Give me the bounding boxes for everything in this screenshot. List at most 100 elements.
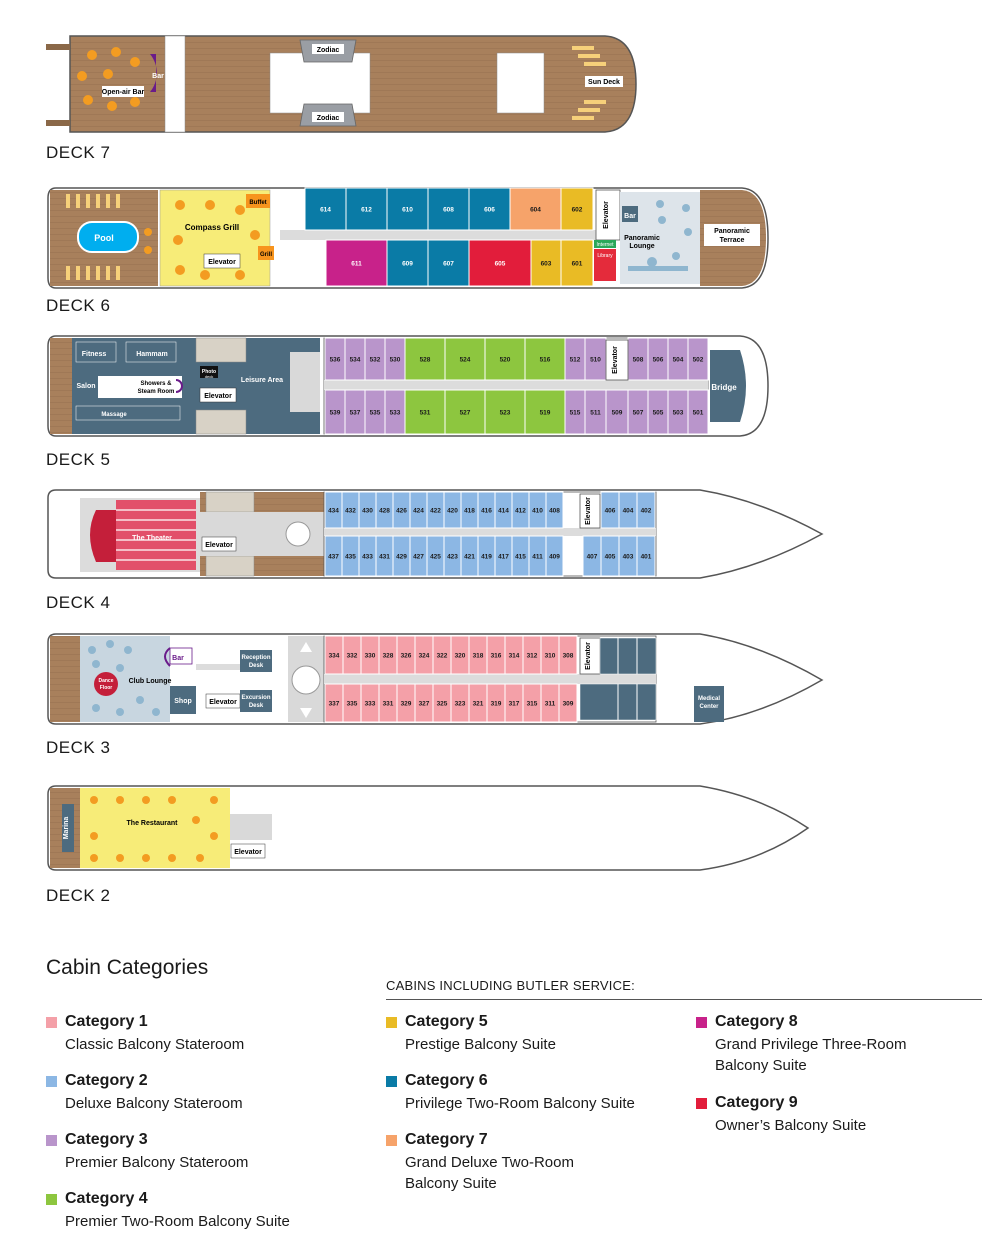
excursion-label-2: Desk (249, 703, 264, 709)
cabin-number: 602 (572, 207, 583, 214)
dance-floor-label-2: Floor (100, 685, 113, 691)
cabin-number: 404 (623, 508, 634, 515)
cabin-number: 412 (515, 508, 526, 515)
deck7-open-air-bar-label: Open-air Bar (102, 89, 145, 96)
cabin-number: 515 (570, 410, 581, 417)
salon-label: Salon (76, 383, 95, 390)
hammam-label: Hammam (136, 351, 168, 358)
club-lounge-label: Club Lounge (129, 678, 172, 685)
restaurant-label: The Restaurant (127, 820, 179, 827)
cabin-number: 323 (455, 701, 466, 708)
category-8-swatch (696, 1017, 707, 1028)
deck6-tables (144, 200, 260, 280)
category-8-label: Category 8 (715, 1013, 798, 1030)
photo-label-2: deck (205, 374, 213, 379)
deck4-elevator-a: Elevator (205, 542, 233, 549)
cabin-number: 601 (572, 261, 583, 268)
cabin-number: 334 (329, 653, 340, 660)
deck5-elevator-a: Elevator (204, 393, 232, 400)
deck-6-label: DECK 6 (46, 296, 111, 315)
cabin-number: 311 (545, 701, 556, 708)
deck5-elevator-b: Elevator (612, 346, 619, 374)
deck6-elevator-b: Elevator (603, 201, 610, 229)
cabin-number: 410 (532, 508, 543, 515)
deck-5-label: DECK 5 (46, 450, 111, 469)
cabin-number: 402 (641, 508, 652, 515)
cabin-number: 312 (527, 653, 538, 660)
cabin-516 (524, 337, 566, 381)
cabin-number: 411 (532, 554, 543, 561)
cabin-number: 531 (420, 410, 431, 417)
cabin-number: 326 (401, 653, 412, 660)
marina-label: Marina (63, 817, 70, 840)
cabin-number: 416 (481, 508, 492, 515)
cabin-number: 530 (390, 357, 401, 364)
cabin-524 (444, 337, 486, 381)
cabin-number: 309 (563, 701, 574, 708)
cabin-number: 406 (605, 508, 616, 515)
cabin-number: 612 (361, 207, 372, 214)
showers-label-2: Steam Room (138, 389, 175, 395)
cabin-number: 417 (498, 554, 509, 561)
category-9-description: Owner’s Balcony Suite (715, 1117, 867, 1134)
deck3-bar-label: Bar (172, 655, 184, 662)
cabin-number: 504 (673, 357, 684, 364)
category-4-description: Premier Two-Room Balcony Suite (65, 1213, 290, 1230)
cabin-number: 434 (328, 508, 339, 515)
category-6-swatch (386, 1076, 397, 1087)
cabin-number: 420 (447, 508, 458, 515)
cabin-number: 433 (362, 554, 373, 561)
deck2-elevator: Elevator (234, 849, 262, 856)
cabin-number: 501 (693, 410, 704, 417)
cabin-number: 425 (430, 554, 441, 561)
cabin-401 (636, 535, 656, 577)
cabin-605 (468, 239, 532, 287)
category-4-label: Category 4 (65, 1190, 148, 1207)
category-1-label: Category 1 (65, 1013, 148, 1030)
panoramic-lounge-seats (628, 200, 692, 271)
cabin-402 (636, 491, 656, 529)
grill-label: Grill (260, 252, 272, 258)
cabin-607 (427, 239, 470, 287)
cabin-number: 422 (430, 508, 441, 515)
cabin-number: 403 (623, 554, 634, 561)
cabin-number: 320 (455, 653, 466, 660)
category-4-swatch (46, 1194, 57, 1205)
cabin-611 (325, 239, 388, 287)
deck-5-plan: Fitness Hammam Salon Showers & Steam Roo… (47, 335, 769, 437)
cabin-308 (558, 635, 578, 675)
panoramic-lounge-label-2: Lounge (629, 243, 654, 250)
cabin-number: 315 (527, 701, 538, 708)
cabin-number: 510 (590, 357, 601, 364)
cabin-number: 330 (365, 653, 376, 660)
deck7-bar-label: Bar (152, 73, 164, 80)
deck-2-label: DECK 2 (46, 886, 111, 905)
cabin-number: 318 (473, 653, 484, 660)
club-lounge-seats (88, 640, 160, 716)
category-2-swatch (46, 1076, 57, 1087)
buffet-label: Buffet (249, 200, 266, 206)
cabin-number: 533 (390, 410, 401, 417)
cabin-number: 321 (473, 701, 484, 708)
cabin-520 (484, 337, 526, 381)
cabin-number: 308 (563, 653, 574, 660)
cabin-number: 435 (345, 554, 356, 561)
deck6-bar-label: Bar (624, 213, 636, 220)
reception-label-1: Reception (241, 655, 270, 661)
cabin-number: 314 (509, 653, 520, 660)
restaurant-tables (90, 796, 218, 862)
cabin-number: 426 (396, 508, 407, 515)
category-5-label: Category 5 (405, 1013, 488, 1030)
category-2-description: Deluxe Balcony Stateroom (65, 1095, 243, 1112)
cabin-number: 608 (443, 207, 454, 214)
cabin-614 (304, 187, 347, 231)
massage-label: Massage (101, 412, 127, 418)
cabin-608 (427, 187, 470, 231)
deck-7-plan: Bar Open-air Bar Zodiac Zodiac Sun Deck (46, 35, 637, 133)
cabin-number: 508 (633, 357, 644, 364)
category-3-swatch (46, 1135, 57, 1146)
category-5-description: Prestige Balcony Suite (405, 1036, 556, 1053)
cabin-number: 604 (530, 207, 541, 214)
cabin-number: 605 (495, 261, 506, 268)
